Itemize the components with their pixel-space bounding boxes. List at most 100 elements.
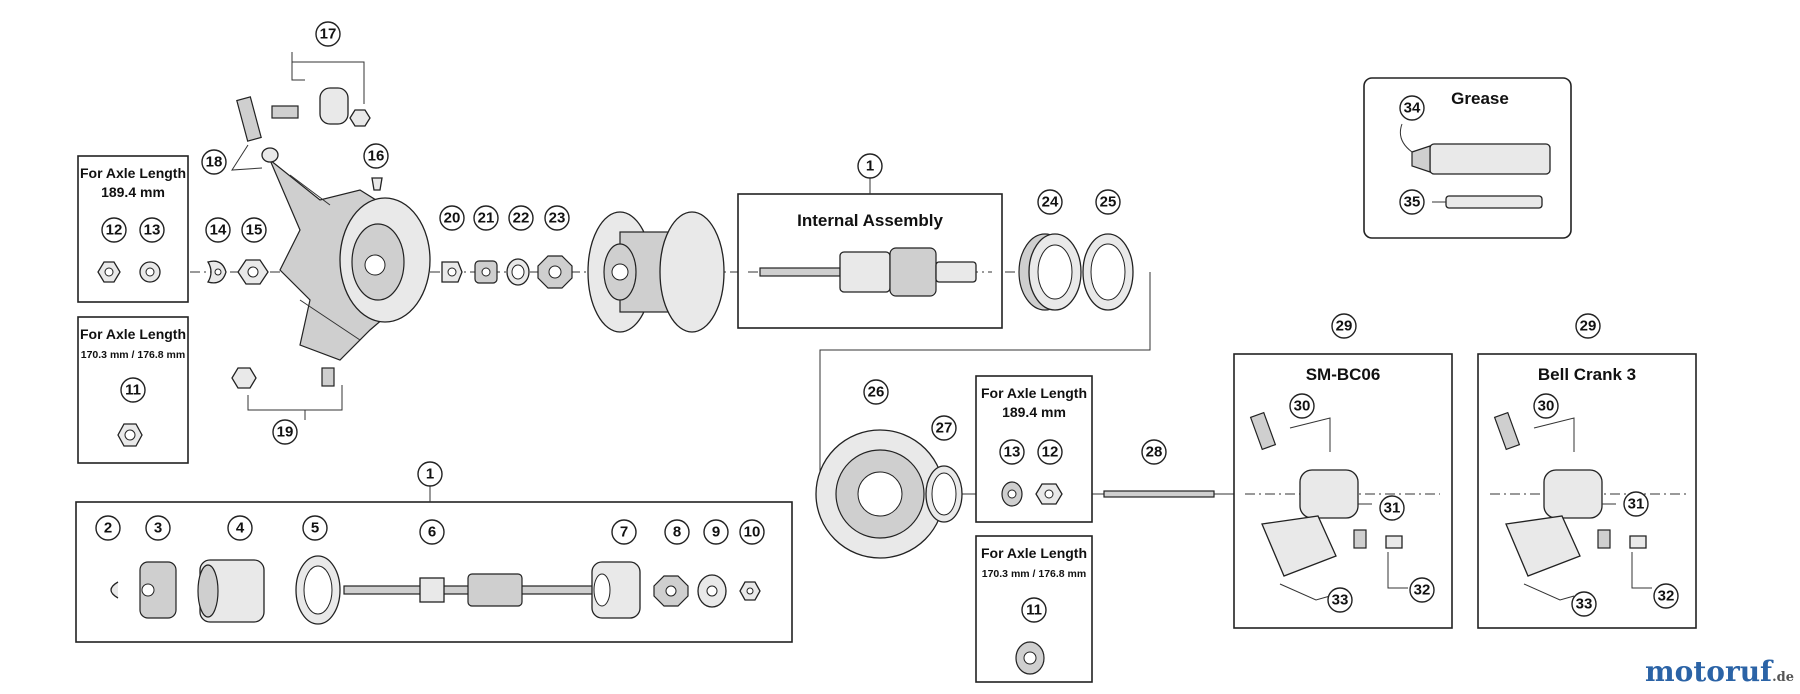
svg-text:30: 30 bbox=[1294, 398, 1311, 415]
svg-text:9: 9 bbox=[712, 524, 720, 541]
svg-text:For Axle Length: For Axle Length bbox=[80, 326, 186, 342]
svg-text:23: 23 bbox=[549, 210, 566, 227]
svg-text:24: 24 bbox=[1042, 194, 1059, 211]
svg-text:31: 31 bbox=[1384, 500, 1401, 517]
svg-text:31: 31 bbox=[1628, 496, 1645, 513]
box-bell-crank-3: Bell Crank 3 bbox=[1477, 353, 1697, 629]
watermark-logo: motoruf.de bbox=[1645, 655, 1794, 688]
svg-text:32: 32 bbox=[1658, 588, 1675, 605]
svg-text:13: 13 bbox=[1004, 444, 1021, 461]
svg-text:For Axle Length: For Axle Length bbox=[981, 385, 1087, 401]
callout-23: 23 bbox=[544, 205, 570, 231]
svg-text:33: 33 bbox=[1576, 596, 1593, 613]
callout-32-bell-crank: 32 bbox=[1653, 583, 1679, 609]
svg-text:16: 16 bbox=[368, 148, 385, 165]
washer-22 bbox=[506, 258, 530, 286]
lock-nut-12 bbox=[97, 261, 121, 283]
svg-text:2: 2 bbox=[104, 520, 112, 537]
svg-text:For Axle Length: For Axle Length bbox=[981, 545, 1087, 561]
svg-text:189.4 mm: 189.4 mm bbox=[101, 184, 165, 200]
svg-text:30: 30 bbox=[1538, 398, 1555, 415]
callout-22: 22 bbox=[508, 205, 534, 231]
callout-13-right: 13 bbox=[999, 439, 1025, 465]
callout-8: 8 bbox=[664, 519, 690, 545]
washer-13 bbox=[139, 261, 161, 283]
callout-19: 19 bbox=[272, 419, 298, 445]
nut-bolt-19 bbox=[231, 367, 335, 389]
sprocket-26 bbox=[815, 429, 945, 559]
ring-24 bbox=[1018, 233, 1082, 311]
box-internal-assembly: Internal Assembly bbox=[737, 193, 1003, 329]
svg-text:10: 10 bbox=[744, 524, 761, 541]
svg-text:25: 25 bbox=[1100, 194, 1117, 211]
svg-text:12: 12 bbox=[106, 222, 123, 239]
callout-15: 15 bbox=[241, 217, 267, 243]
svg-text:15: 15 bbox=[246, 222, 263, 239]
callout-12-right: 12 bbox=[1037, 439, 1063, 465]
watermark-brand: motoruf bbox=[1645, 655, 1773, 688]
callout-33-sm-bc06: 33 bbox=[1327, 587, 1353, 613]
svg-text:14: 14 bbox=[210, 222, 227, 239]
bolt-18 bbox=[236, 96, 279, 163]
svg-text:11: 11 bbox=[125, 382, 141, 399]
svg-text:Internal Assembly: Internal Assembly bbox=[797, 211, 943, 230]
callout-34: 34 bbox=[1399, 95, 1425, 121]
svg-text:27: 27 bbox=[936, 420, 953, 437]
callout-28: 28 bbox=[1141, 439, 1167, 465]
hub-shell bbox=[587, 211, 725, 333]
svg-text:35: 35 bbox=[1404, 194, 1421, 211]
svg-text:26: 26 bbox=[868, 384, 885, 401]
dust-cap-21 bbox=[474, 260, 498, 284]
lock-washer-23 bbox=[537, 255, 573, 289]
callout-33-bell-crank: 33 bbox=[1571, 591, 1597, 617]
box-grease: Grease bbox=[1363, 77, 1572, 239]
cone-lock-14 bbox=[207, 260, 227, 284]
svg-text:11: 11 bbox=[1026, 602, 1042, 619]
callout-6: 6 bbox=[419, 519, 445, 545]
svg-text:7: 7 bbox=[620, 524, 628, 541]
box-axle-long-left: For Axle Length 189.4 mm bbox=[77, 155, 189, 303]
seal-ring-25 bbox=[1082, 233, 1134, 311]
svg-text:28: 28 bbox=[1146, 444, 1163, 461]
svg-text:17: 17 bbox=[320, 26, 337, 43]
callout-24: 24 bbox=[1037, 189, 1063, 215]
callout-9: 9 bbox=[703, 519, 729, 545]
callout-11-right: 11 bbox=[1021, 597, 1047, 623]
callout-11-left: 11 bbox=[120, 377, 146, 403]
callout-20: 20 bbox=[439, 205, 465, 231]
svg-text:18: 18 bbox=[206, 154, 223, 171]
svg-text:6: 6 bbox=[428, 524, 436, 541]
callout-2: 2 bbox=[95, 515, 121, 541]
svg-text:34: 34 bbox=[1404, 100, 1421, 117]
callout-1-bottom: 1 bbox=[417, 461, 443, 487]
snap-ring-27 bbox=[925, 465, 963, 523]
svg-text:For Axle Length: For Axle Length bbox=[80, 165, 186, 181]
callout-16: 16 bbox=[363, 143, 389, 169]
svg-text:1: 1 bbox=[866, 158, 874, 175]
svg-text:32: 32 bbox=[1414, 582, 1431, 599]
callout-10: 10 bbox=[739, 519, 765, 545]
callout-30-sm-bc06: 30 bbox=[1289, 393, 1315, 419]
nut-16 bbox=[371, 177, 383, 191]
callout-18: 18 bbox=[201, 149, 227, 175]
svg-text:1: 1 bbox=[426, 466, 434, 483]
callout-25: 25 bbox=[1095, 189, 1121, 215]
lock-nut-11-left bbox=[117, 423, 143, 447]
callout-35: 35 bbox=[1399, 189, 1425, 215]
svg-text:189.4 mm: 189.4 mm bbox=[1002, 404, 1066, 420]
svg-text:5: 5 bbox=[311, 520, 319, 537]
callout-7: 7 bbox=[611, 519, 637, 545]
brake-arm-assembly bbox=[269, 159, 431, 361]
svg-text:13: 13 bbox=[144, 222, 161, 239]
callout-14: 14 bbox=[205, 217, 231, 243]
callout-12-left: 12 bbox=[101, 217, 127, 243]
callout-27: 27 bbox=[931, 415, 957, 441]
callout-4: 4 bbox=[227, 515, 253, 541]
callout-5: 5 bbox=[302, 515, 328, 541]
svg-text:Bell Crank 3: Bell Crank 3 bbox=[1538, 365, 1636, 384]
svg-text:3: 3 bbox=[154, 520, 162, 537]
box-axle-long-right: For Axle Length 189.4 mm bbox=[975, 375, 1093, 523]
callout-21: 21 bbox=[473, 205, 499, 231]
callout-31-sm-bc06: 31 bbox=[1379, 495, 1405, 521]
